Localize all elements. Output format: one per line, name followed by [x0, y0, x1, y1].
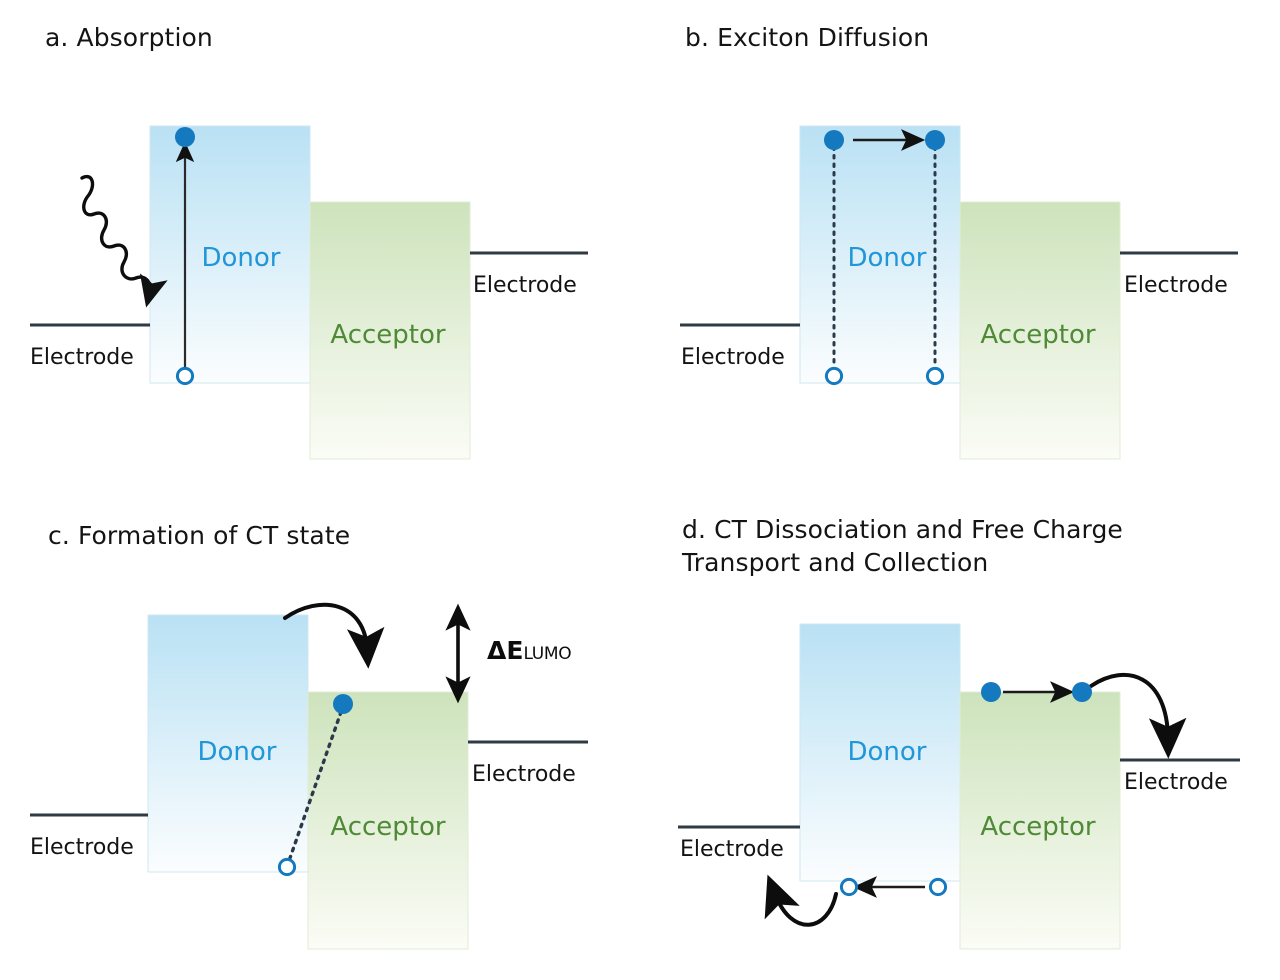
acceptor-box: [307, 691, 469, 950]
electron-transfer-arrow: [283, 602, 385, 669]
left-electrode-label: Electrode: [681, 345, 785, 370]
right-electrode-label: Electrode: [473, 273, 577, 298]
acceptor-box: [959, 691, 1121, 950]
panel-a-stage: Donor Acceptor Electrode Electrode: [0, 0, 640, 490]
left-electrode-label: Electrode: [680, 837, 784, 862]
donor-label: Donor: [847, 243, 926, 273]
hole-marker: [277, 857, 297, 877]
donor-box: [149, 125, 311, 384]
panel-c-title: c. Formation of CT state: [48, 521, 351, 550]
panel-d-stage: Donor Acceptor Electrode Electrode: [640, 490, 1280, 980]
electron-marker-left: [824, 130, 844, 150]
right-electrode-label: Electrode: [472, 762, 576, 787]
acceptor-label: Acceptor: [330, 320, 446, 350]
electron-marker-left: [981, 682, 1001, 702]
ct-dotted-line: [288, 710, 343, 860]
panel-b-title: b. Exciton Diffusion: [685, 23, 930, 52]
hole-marker-right: [925, 366, 945, 386]
electron-marker-right: [1072, 682, 1092, 702]
lumo-subscript: LUMO: [523, 644, 572, 664]
delta-e-symbol: ΔE: [487, 636, 524, 665]
donor-label: Donor: [197, 737, 276, 767]
right-electrode-label: Electrode: [1124, 770, 1228, 795]
panel-ct-dissociation: d. CT Dissociation and Free Charge Trans…: [640, 490, 1280, 980]
hole-marker-left: [839, 877, 859, 897]
panel-c-stage: Donor Acceptor Electrode Electrode ΔELUM…: [0, 490, 640, 980]
donor-label: Donor: [201, 243, 280, 273]
donor-box: [799, 623, 961, 882]
electron-collection-arrow: [1089, 672, 1187, 759]
acceptor-box: [959, 201, 1121, 460]
hole-collection-arrow: [764, 874, 838, 927]
hole-marker-right: [928, 877, 948, 897]
lumo-offset-label: ΔELUMO: [487, 636, 572, 665]
photon-squiggle: [80, 174, 168, 308]
hole-marker: [175, 366, 195, 386]
electron-marker: [333, 694, 353, 714]
acceptor-label: Acceptor: [330, 812, 446, 842]
right-electrode-label: Electrode: [1124, 273, 1228, 298]
donor-box: [799, 125, 961, 384]
panel-b-stage: Donor Acceptor Electrode Electrode: [640, 0, 1280, 490]
electron-marker: [175, 127, 195, 147]
panel-exciton-diffusion: b. Exciton Diffusion: [640, 0, 1280, 490]
acceptor-label: Acceptor: [980, 812, 1096, 842]
panel-ct-formation: c. Formation of CT state: [0, 490, 640, 980]
left-electrode-label: Electrode: [30, 835, 134, 860]
acceptor-label: Acceptor: [980, 320, 1096, 350]
donor-label: Donor: [847, 737, 926, 767]
electron-marker-right: [925, 130, 945, 150]
acceptor-box: [309, 201, 471, 460]
panel-absorption: a. Absorption: [0, 0, 640, 490]
panel-a-title: a. Absorption: [45, 23, 213, 52]
hole-marker-left: [824, 366, 844, 386]
donor-box: [147, 614, 309, 873]
panel-d-title: d. CT Dissociation and Free Charge Trans…: [682, 515, 1123, 577]
left-electrode-label: Electrode: [30, 345, 134, 370]
